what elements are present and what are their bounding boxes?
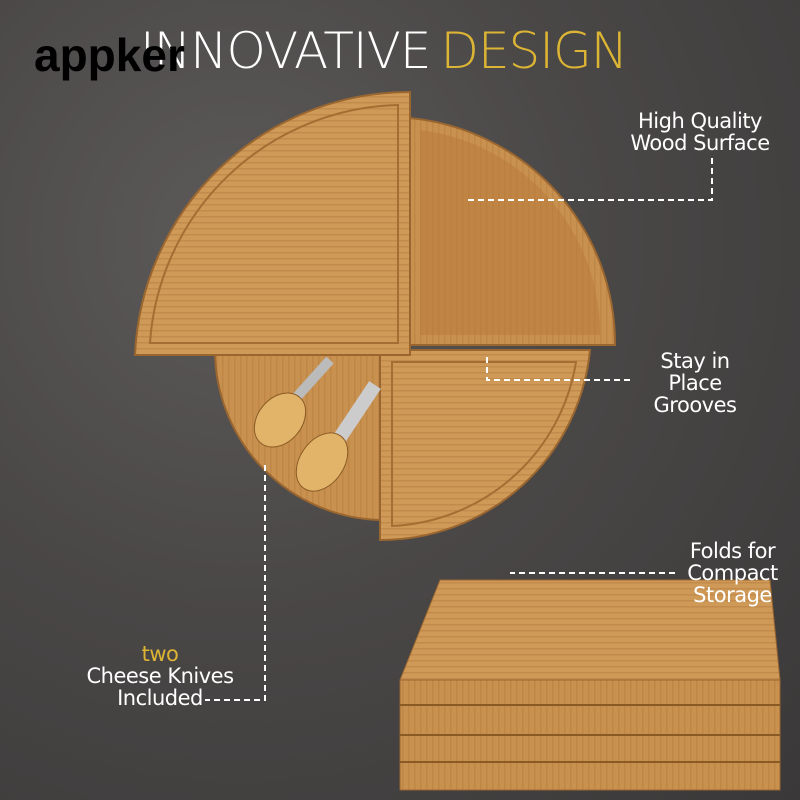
leader-lines: [205, 158, 713, 701]
title-gold: DESIGN: [440, 22, 628, 80]
label-knives: two Cheese Knives Included: [65, 643, 255, 709]
label-line: Grooves: [653, 393, 737, 417]
board-bottom-left: [213, 349, 381, 522]
label-wood-surface: High Quality Wood Surface: [615, 110, 785, 154]
label-folds: Folds for Compact Storage: [675, 540, 790, 606]
label-line: High Quality: [638, 109, 762, 133]
watermark: appker: [34, 29, 185, 81]
label-line: Stay in: [660, 349, 730, 373]
label-line: Folds for: [689, 539, 776, 563]
label-line: Compact: [687, 561, 778, 585]
board-top-left: [133, 90, 411, 356]
label-line: Included: [117, 686, 203, 710]
folded-board-stack: [399, 579, 781, 791]
label-line: Wood Surface: [630, 131, 770, 155]
label-line: Cheese Knives: [86, 664, 234, 688]
label-accent: two: [141, 642, 179, 666]
cheese-knives: [253, 356, 381, 492]
label-line: Storage: [693, 583, 772, 607]
label-grooves: Stay in Place Grooves: [630, 350, 760, 416]
label-line: Place: [668, 371, 722, 395]
title-white: INNOVATIVE: [140, 22, 431, 80]
board-bottom-right: [379, 349, 592, 542]
